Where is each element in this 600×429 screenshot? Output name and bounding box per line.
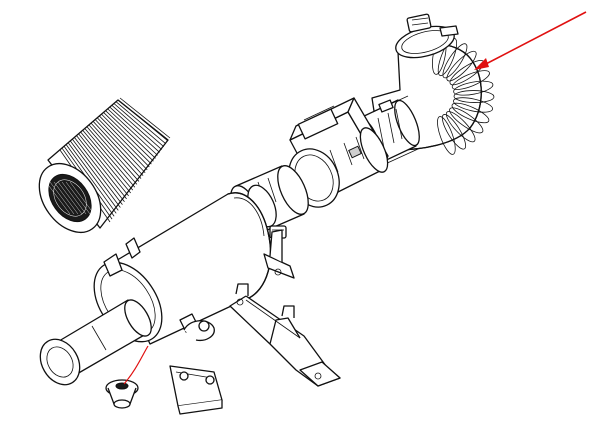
filter-pleat <box>84 128 136 188</box>
filter-pleat <box>76 135 127 200</box>
filter-pleat <box>67 142 119 211</box>
filter-pleat <box>90 122 142 179</box>
filter-pleat <box>113 103 165 147</box>
hose-rib <box>453 97 494 113</box>
filter-pleat <box>101 113 152 165</box>
filter-pleat <box>86 126 138 185</box>
filter-pleat <box>115 101 167 145</box>
filter-pleat <box>74 137 125 202</box>
filter-pleat <box>111 104 162 150</box>
filter-pleat <box>72 138 123 205</box>
filter-pleat <box>103 112 154 162</box>
mesh-line <box>65 181 91 215</box>
filter-pleat <box>119 97 171 139</box>
hose-rib <box>451 70 490 90</box>
filter-pleat <box>117 99 169 142</box>
filter-pleat <box>92 121 144 176</box>
hose-rib <box>451 102 490 124</box>
mounting-bracket <box>229 283 341 387</box>
arrow-to-intake-hose <box>474 11 587 70</box>
mesh-line <box>49 181 75 215</box>
hose-rib <box>453 80 494 96</box>
filter-pleat <box>65 144 117 214</box>
filter-pleats <box>59 97 171 223</box>
filter-pleat <box>109 106 160 153</box>
hose-rib <box>449 107 484 134</box>
filter-pleat <box>70 140 121 208</box>
hose-ribs <box>432 34 495 155</box>
support-bracket <box>169 365 223 415</box>
filter-pleat <box>88 124 140 182</box>
filter-mesh <box>45 181 95 215</box>
filter-pleat <box>105 110 156 159</box>
filter-pleat <box>96 117 148 171</box>
line-to-housing-clamp <box>123 345 149 385</box>
filter-pleat <box>80 131 131 194</box>
hose-rib <box>446 50 477 82</box>
filter-pleat <box>94 119 146 174</box>
hose-rib <box>445 111 476 143</box>
hose-clamp-top <box>395 13 459 59</box>
filter-pleat <box>107 108 158 156</box>
housing-intake-snout <box>39 299 152 386</box>
air-filter-element <box>38 97 171 233</box>
filter-pleat <box>82 130 134 191</box>
hose-rib <box>442 43 468 79</box>
mesh-line <box>53 181 79 215</box>
hose-rib <box>441 114 467 150</box>
mesh-line <box>69 181 95 215</box>
mounting-grommet <box>105 379 139 409</box>
hose-rib <box>453 90 495 103</box>
hose-rib <box>437 116 456 155</box>
filter-pleat <box>99 115 150 168</box>
filter-pleat <box>78 133 129 197</box>
mesh-line <box>61 181 87 215</box>
mesh-line <box>45 181 71 215</box>
mesh-line <box>57 181 83 215</box>
hose-rib <box>437 37 458 77</box>
